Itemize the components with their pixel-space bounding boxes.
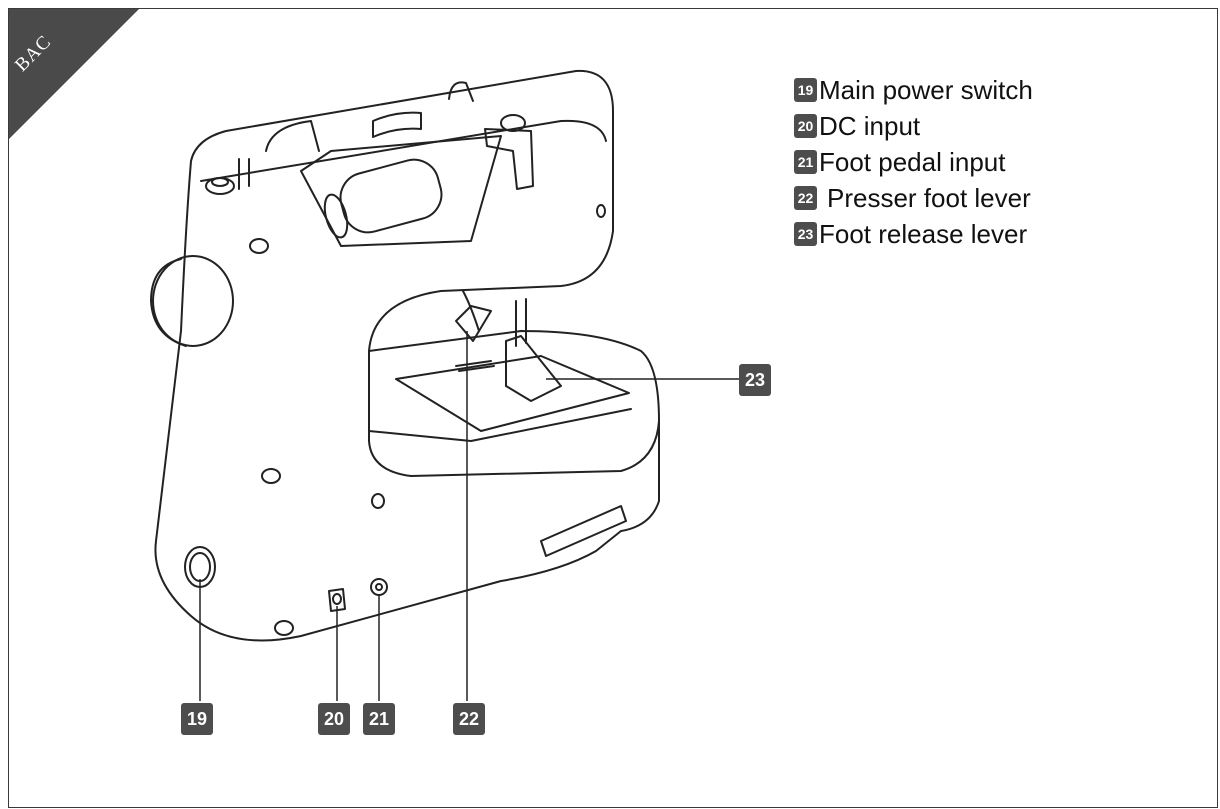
accessory-drawer bbox=[540, 505, 627, 557]
top-cover-line bbox=[200, 119, 607, 182]
legend-label-20: DC input bbox=[819, 110, 921, 141]
bed-front-edge bbox=[368, 408, 632, 442]
spool-pin-top bbox=[211, 177, 229, 187]
thread-tension-bracket bbox=[484, 128, 534, 190]
legend-item-22: 22 Presser foot lever bbox=[794, 180, 1033, 216]
callout-badge-20: 20 bbox=[318, 703, 350, 735]
callout-badge-22: 22 bbox=[453, 703, 485, 735]
needle-plate bbox=[395, 355, 630, 432]
sewing-machine-rear-illustration bbox=[150, 69, 741, 701]
handwheel bbox=[152, 255, 234, 347]
top-wheel bbox=[265, 120, 320, 152]
legend-item-21: 21 Foot pedal input bbox=[794, 144, 1033, 180]
power-switch-inner bbox=[189, 552, 211, 582]
lever-arm bbox=[462, 290, 480, 332]
feed-dogs bbox=[455, 360, 495, 372]
thread-guide bbox=[448, 81, 474, 102]
dc-input-hole bbox=[332, 593, 342, 605]
parts-legend: 19 Main power switch 20 DC input 21 Foot… bbox=[794, 72, 1033, 252]
diagram-frame: BAC bbox=[8, 8, 1218, 808]
callout-badge-19: 19 bbox=[181, 703, 213, 735]
dc-input-socket bbox=[328, 588, 346, 612]
legend-badge-23: 23 bbox=[794, 222, 817, 246]
foot-pedal-socket-inner bbox=[375, 583, 383, 591]
spool-pin bbox=[238, 158, 250, 190]
side-hole-2 bbox=[261, 468, 281, 484]
handle-roller bbox=[339, 158, 443, 234]
legend-label-22: Presser foot lever bbox=[827, 182, 1031, 213]
legend-item-20: 20 DC input bbox=[794, 108, 1033, 144]
legend-badge-20: 20 bbox=[794, 114, 817, 138]
legend-label-19: Main power switch bbox=[819, 74, 1033, 105]
legend-label-21: Foot pedal input bbox=[819, 146, 1006, 177]
side-hole-4 bbox=[596, 204, 606, 218]
legend-item-23: 23 Foot release lever bbox=[794, 216, 1033, 252]
legend-badge-22: 22 bbox=[794, 186, 817, 210]
callout-badge-21: 21 bbox=[363, 703, 395, 735]
foot-pedal-socket bbox=[370, 578, 388, 596]
handwheel-side bbox=[150, 258, 187, 347]
callout-badge-23: 23 bbox=[739, 364, 771, 396]
presser-foot bbox=[505, 335, 562, 402]
screw-hole bbox=[371, 493, 385, 509]
bobbin-winder bbox=[372, 111, 422, 138]
legend-badge-21: 21 bbox=[794, 150, 817, 174]
needle-bar bbox=[515, 298, 527, 347]
side-hole-3 bbox=[274, 620, 294, 636]
side-hole-1 bbox=[249, 238, 269, 254]
machine-bed-outline bbox=[368, 330, 660, 422]
legend-badge-19: 19 bbox=[794, 78, 817, 102]
machine-body-outline bbox=[154, 69, 660, 642]
handle-roller-end bbox=[323, 193, 349, 239]
legend-label-23: Foot release lever bbox=[819, 218, 1028, 249]
legend-item-19: 19 Main power switch bbox=[794, 72, 1033, 108]
corner-tab bbox=[9, 9, 139, 139]
